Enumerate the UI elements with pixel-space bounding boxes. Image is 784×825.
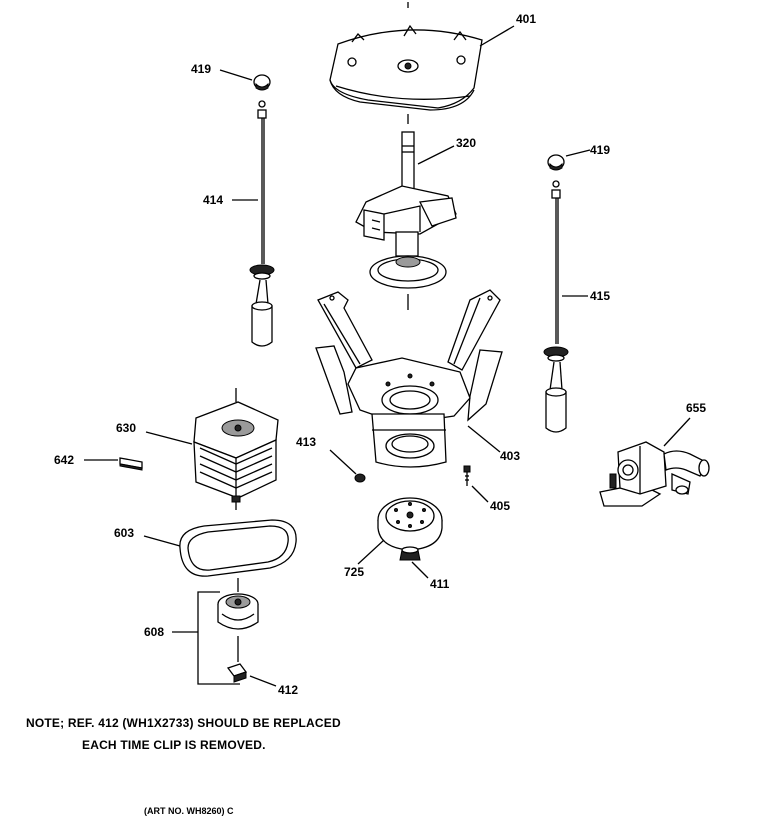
label-413: 413: [296, 435, 316, 449]
label-642: 642: [54, 453, 74, 467]
leader-655: [663, 417, 691, 447]
leader-419-left: [219, 69, 253, 81]
label-655: 655: [686, 401, 706, 415]
label-608: 608: [144, 625, 164, 639]
leader-320: [417, 145, 455, 165]
part-401-cover[interactable]: [329, 2, 483, 124]
part-413-nut[interactable]: [354, 473, 366, 483]
part-419-cap-left[interactable]: [253, 74, 271, 91]
replacement-note-line-1: NOTE; REF. 412 (WH1X2733) SHOULD BE REPL…: [26, 716, 341, 730]
bracket-608: [197, 591, 240, 685]
label-415: 415: [590, 289, 610, 303]
label-405: 405: [490, 499, 510, 513]
label-419-left: 419: [191, 62, 211, 76]
label-320: 320: [456, 136, 476, 150]
label-414: 414: [203, 193, 223, 207]
part-411-nut[interactable]: [399, 546, 421, 561]
label-412: 412: [278, 683, 298, 697]
art-number: (ART NO. WH8260) C: [144, 806, 234, 816]
leader-405: [471, 485, 489, 503]
part-630-motor[interactable]: [193, 388, 279, 510]
part-405-bolt[interactable]: [463, 465, 471, 486]
part-419-cap-right[interactable]: [547, 154, 565, 171]
leader-603: [143, 535, 181, 547]
part-655-pump[interactable]: [599, 441, 710, 507]
leader-403: [467, 425, 501, 453]
leader-413: [329, 449, 357, 475]
part-725-pulley[interactable]: [377, 497, 443, 551]
part-415-suspension-rod[interactable]: [543, 180, 569, 433]
label-401: 401: [516, 12, 536, 26]
leader-412: [249, 675, 277, 687]
label-411: 411: [430, 577, 450, 591]
part-320-transmission[interactable]: [355, 131, 457, 310]
part-414-suspension-rod[interactable]: [249, 100, 275, 347]
leader-630: [145, 431, 193, 445]
part-608-pulley-assembly[interactable]: [217, 578, 259, 662]
label-630: 630: [116, 421, 136, 435]
part-412-clip[interactable]: [226, 663, 248, 683]
label-419-right: 419: [590, 143, 610, 157]
leader-419-right: [565, 149, 591, 157]
replacement-note-line-2: EACH TIME CLIP IS REMOVED.: [82, 738, 266, 752]
label-603: 603: [114, 526, 134, 540]
leader-401: [479, 25, 515, 47]
label-403: 403: [500, 449, 520, 463]
leader-725: [357, 539, 385, 565]
part-603-belt[interactable]: [179, 519, 297, 577]
label-725: 725: [344, 565, 364, 579]
leader-411: [411, 561, 429, 579]
part-642-clip[interactable]: [119, 457, 143, 471]
part-403-frame[interactable]: [315, 289, 503, 468]
